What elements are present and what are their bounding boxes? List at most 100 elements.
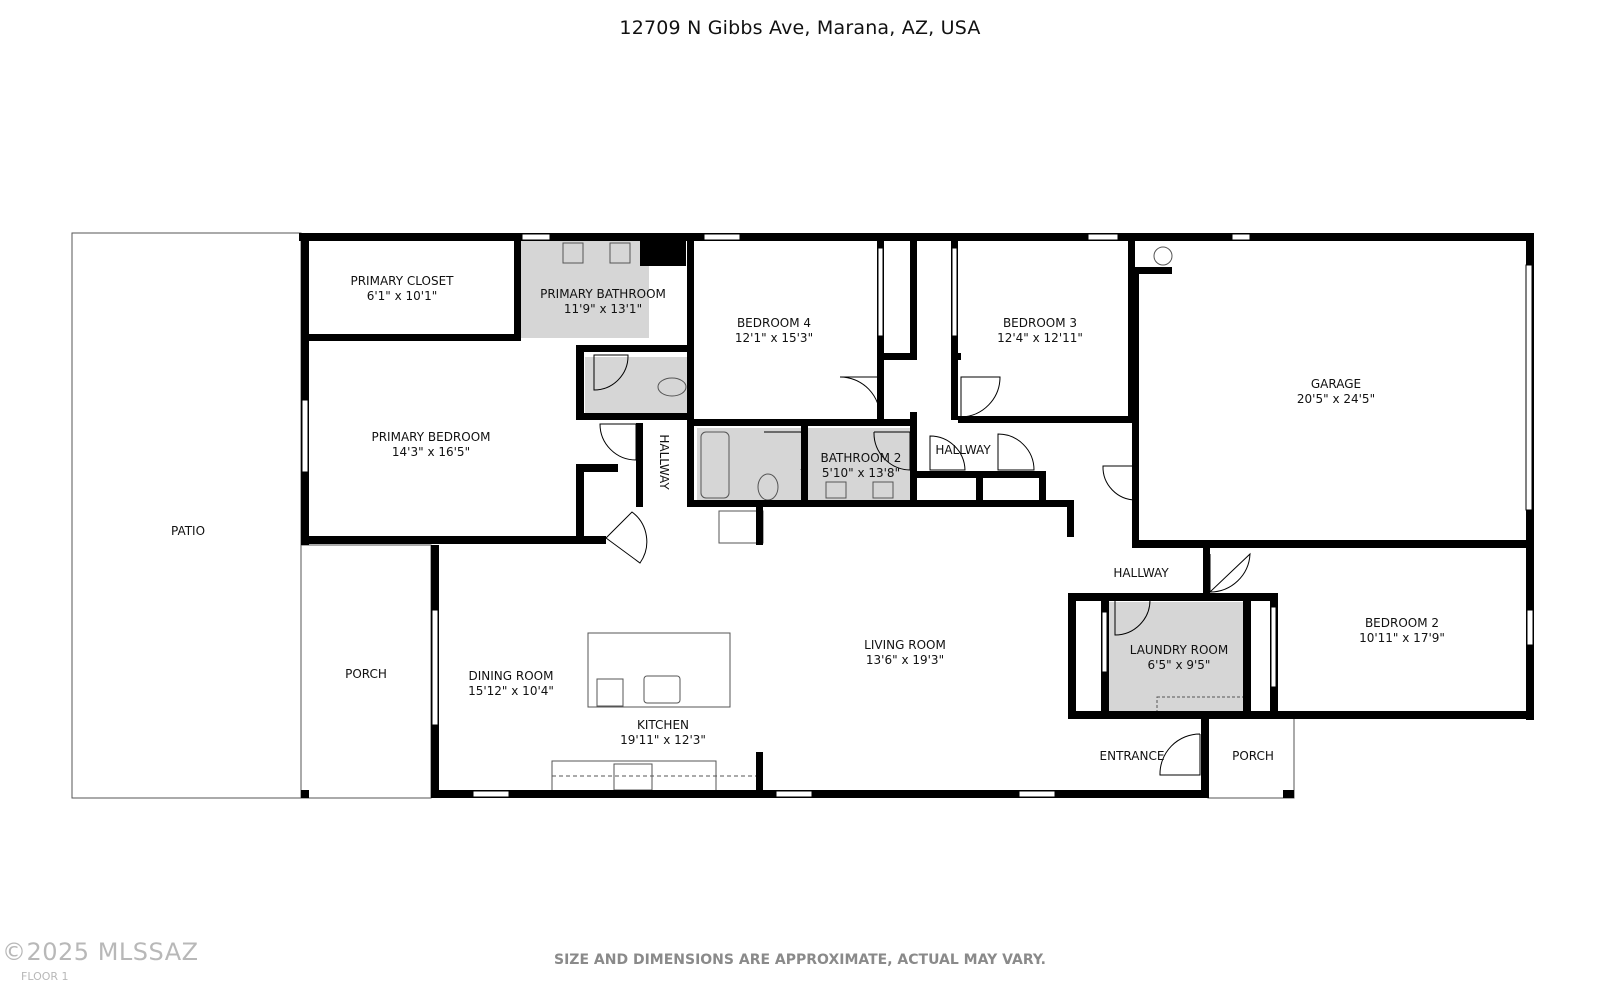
window [472,790,510,798]
door-swing [873,431,911,471]
wall [756,500,763,545]
door-swing [593,354,629,391]
wall [301,233,309,545]
wall [301,334,521,341]
door-swing [605,511,648,564]
wall [576,345,694,352]
hallway-east-label: HALLWAY [1113,566,1169,580]
watermark: ©2025 MLSSAZ [2,938,199,966]
wall [1068,711,1534,719]
wall [877,353,917,360]
master-sink-icon-2 [609,242,631,264]
wall [687,240,694,420]
dining-room-dims: 15'12" x 10'4" [468,684,554,698]
laundry-room-dims: 6'5" x 9'5" [1148,658,1211,672]
primary-bedroom-dims: 14'3" x 16'5" [392,445,470,459]
porch-west-label: PORCH [345,667,387,681]
wall [1243,601,1251,719]
room-labels: PATIO PRIMARY CLOSET 6'1" x 10'1" PRIMAR… [171,274,1445,763]
wall [636,423,643,507]
dining-room-label: DINING ROOM [469,669,554,683]
door-swings [593,354,1251,776]
primary-bedroom-label: PRIMARY BEDROOM [371,430,490,444]
patio-label: PATIO [171,524,205,538]
window [1526,609,1534,646]
wall [1068,593,1076,719]
windows [301,233,1534,798]
walls [299,233,1534,798]
water-heater-icon [1153,246,1173,266]
wall [1067,500,1074,537]
wall [910,240,917,353]
wall [576,413,694,420]
window [877,247,884,337]
wall [1132,267,1139,547]
bathroom-2-dims: 5'10" x 13'8" [822,466,900,480]
door-swing [997,433,1035,471]
door-swing [599,423,637,461]
door-swing [764,431,807,471]
wall [514,240,521,340]
bedroom-3-label: BEDROOM 3 [1003,316,1077,330]
window [1018,790,1056,798]
wall [1128,240,1135,423]
kitchen-dims: 19'11" x 12'3" [620,733,706,747]
door-swing [960,376,1001,418]
patio-outline [71,232,302,799]
primary-closet-label: PRIMARY CLOSET [350,274,454,288]
hallway-west-label: HALLWAY [657,434,671,490]
wall [640,236,686,266]
wall [576,536,606,544]
wall [1283,790,1294,798]
primary-toilet-fill [585,357,693,414]
wall [576,345,584,419]
bathtub-icon [700,431,730,499]
window [301,399,309,473]
range-icon [613,763,653,791]
wall [1132,540,1526,548]
primary-toilet-icon [657,377,687,397]
window [951,247,958,337]
door-swing [1159,733,1201,776]
bedroom-4-label: BEDROOM 4 [737,316,811,330]
dishwasher-icon [596,678,624,707]
window [521,233,551,241]
window [703,233,741,241]
wall [687,419,694,507]
wet-room-fills [521,240,1244,711]
door-swing [1209,552,1251,594]
floor-label: FLOOR 1 [21,970,69,983]
window [775,790,813,798]
wall [1039,471,1046,507]
laundry-room-label: LAUNDRY ROOM [1130,643,1228,657]
primary-closet-dims: 6'1" x 10'1" [367,289,438,303]
window [1231,233,1251,241]
bedroom-3-dims: 12'4" x 12'11" [997,331,1083,345]
master-sink-icon-1 [562,242,584,264]
living-room-label: LIVING ROOM [864,638,946,652]
kitchen-island [587,632,731,708]
door-swing [1114,599,1151,636]
door-swing [1102,465,1137,501]
wall [1144,267,1172,274]
wall [576,464,584,544]
porch-east-label: PORCH [1232,749,1274,763]
wall [951,353,961,360]
vanity-sink-icon-2 [872,481,894,499]
wall [958,416,1135,423]
primary-bathroom-label: PRIMARY BATHROOM [540,287,666,301]
wall [1203,548,1210,594]
kitchen-label: KITCHEN [637,718,689,732]
page-title: 12709 N Gibbs Ave, Marana, AZ, USA [619,17,981,39]
bedroom-2-label: BEDROOM 2 [1365,616,1439,630]
wall [576,464,618,472]
bedroom-4-dims: 12'1" x 15'3" [735,331,813,345]
sink-icon [643,675,681,704]
door-swing [839,376,881,419]
primary-bathroom-fill [521,240,649,338]
living-room-dims: 13'6" x 19'3" [866,653,944,667]
vanity-sink-icon-1 [825,481,847,499]
wall [301,536,581,544]
wall [910,412,917,507]
window [431,609,439,726]
